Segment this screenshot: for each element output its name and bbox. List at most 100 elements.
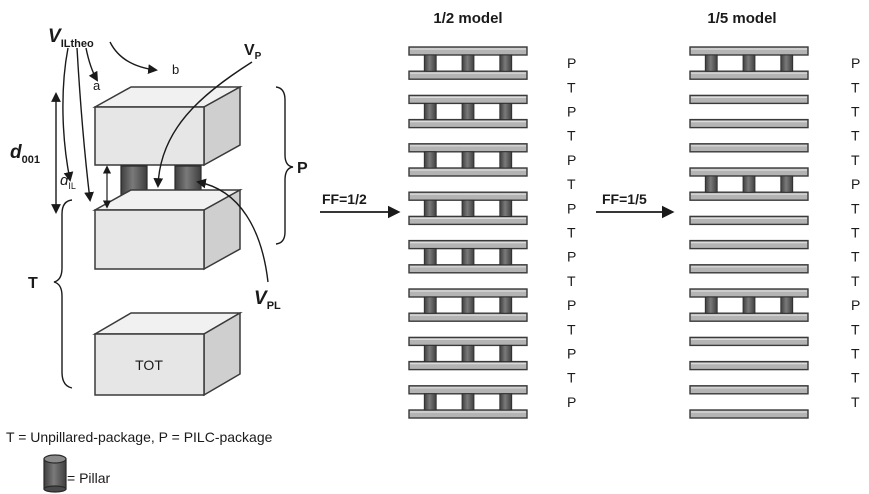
clay-layer [689, 94, 809, 105]
package-letter: P [567, 394, 576, 410]
package-letter: T [567, 321, 576, 337]
middle-layer-block [92, 188, 243, 271]
pillar [461, 248, 475, 266]
tot-label: TOT [135, 357, 163, 373]
pillar [423, 248, 437, 266]
clay-layer [408, 143, 528, 153]
pillar [461, 199, 475, 217]
package-letter: T [851, 200, 860, 216]
clay-layer [408, 94, 528, 105]
package-letter: P [567, 249, 576, 265]
arrow-b-label: b [172, 62, 179, 77]
clay-layer [408, 118, 528, 129]
pillar [499, 248, 513, 266]
package-letter: P [567, 152, 576, 168]
clay-layer [689, 360, 809, 371]
package-letter: T [567, 370, 576, 386]
pillar [423, 199, 437, 217]
arrow-a-label: a [93, 78, 101, 93]
clay-layer [689, 385, 809, 395]
clay-layer [408, 70, 528, 80]
ff-fifth-arrow-group: FF=1/5 [596, 191, 675, 219]
ff-half-label: FF=1/2 [322, 191, 367, 207]
clay-layer [408, 336, 528, 347]
model-half-title: 1/2 model [433, 10, 502, 27]
pillar [499, 151, 513, 169]
upper-layer-block [92, 85, 243, 167]
package-letter: P [851, 55, 860, 71]
legend-pillar-key: = Pillar [67, 470, 111, 486]
clay-layer [689, 264, 809, 274]
clay-layer [408, 191, 528, 201]
pillar [461, 296, 475, 314]
clay-layer [689, 167, 809, 177]
model-fifth-title: 1/5 model [707, 10, 776, 27]
clay-layer [689, 46, 809, 56]
pillar [423, 54, 437, 72]
package-letter: T [851, 104, 860, 120]
pillar [742, 175, 756, 193]
pillar [461, 344, 475, 362]
pillar [423, 103, 437, 121]
package-letter: T [851, 394, 860, 410]
package-letter: P [851, 297, 860, 313]
clay-layer [408, 312, 528, 322]
pillar [423, 296, 437, 314]
pillar [423, 344, 437, 362]
clay-layer [408, 46, 528, 56]
package-letter: T [851, 225, 860, 241]
pillar [461, 103, 475, 121]
p-brace [275, 86, 294, 245]
clay-layer [689, 118, 809, 129]
clay-layer [689, 409, 809, 419]
package-letter: P [567, 297, 576, 313]
clay-layer [689, 312, 809, 322]
clay-layer [408, 215, 528, 226]
clay-layer [689, 288, 809, 298]
model-half-stack [408, 46, 528, 419]
pillar [704, 296, 718, 314]
t-brace-label: T [28, 275, 38, 292]
package-letter: T [851, 152, 860, 168]
clay-layer [408, 264, 528, 274]
clay-layer [408, 385, 528, 395]
package-letter: P [567, 104, 576, 120]
package-letter: T [567, 79, 576, 95]
clay-layer [689, 70, 809, 80]
clay-layer [689, 215, 809, 226]
pillar [780, 175, 794, 193]
package-letter: P [567, 55, 576, 71]
package-letter: T [851, 321, 860, 337]
pillar [499, 103, 513, 121]
clay-layer [408, 360, 528, 371]
ff-half-arrow-group: FF=1/2 [320, 191, 401, 219]
clay-layer [408, 288, 528, 298]
package-letter: T [567, 176, 576, 192]
left-schematic: TOT VILtheo a b VP d001 dIL [10, 26, 308, 397]
pillar [499, 296, 513, 314]
ff-fifth-label: FF=1/5 [602, 191, 647, 207]
v-pl-label: VPL [254, 288, 281, 312]
pillar [742, 54, 756, 72]
legend-package-key: T = Unpillared-package, P = PILC-package [6, 429, 273, 445]
t-brace [53, 199, 73, 389]
v-pl-arrow [196, 178, 269, 283]
pillar [499, 199, 513, 217]
package-letter: T [567, 128, 576, 144]
pillar [704, 54, 718, 72]
pillar [742, 296, 756, 314]
package-letter: T [851, 346, 860, 362]
pillar [499, 54, 513, 72]
clay-layer [689, 191, 809, 201]
p-brace-label: P [297, 160, 308, 177]
package-letter: T [851, 79, 860, 95]
v-iltheo-arrows [62, 41, 158, 202]
clay-layer [408, 167, 528, 177]
pillar [499, 344, 513, 362]
package-letter: T [851, 128, 860, 144]
d-il-label: dIL [60, 172, 76, 191]
d001-label: d001 [10, 142, 40, 166]
